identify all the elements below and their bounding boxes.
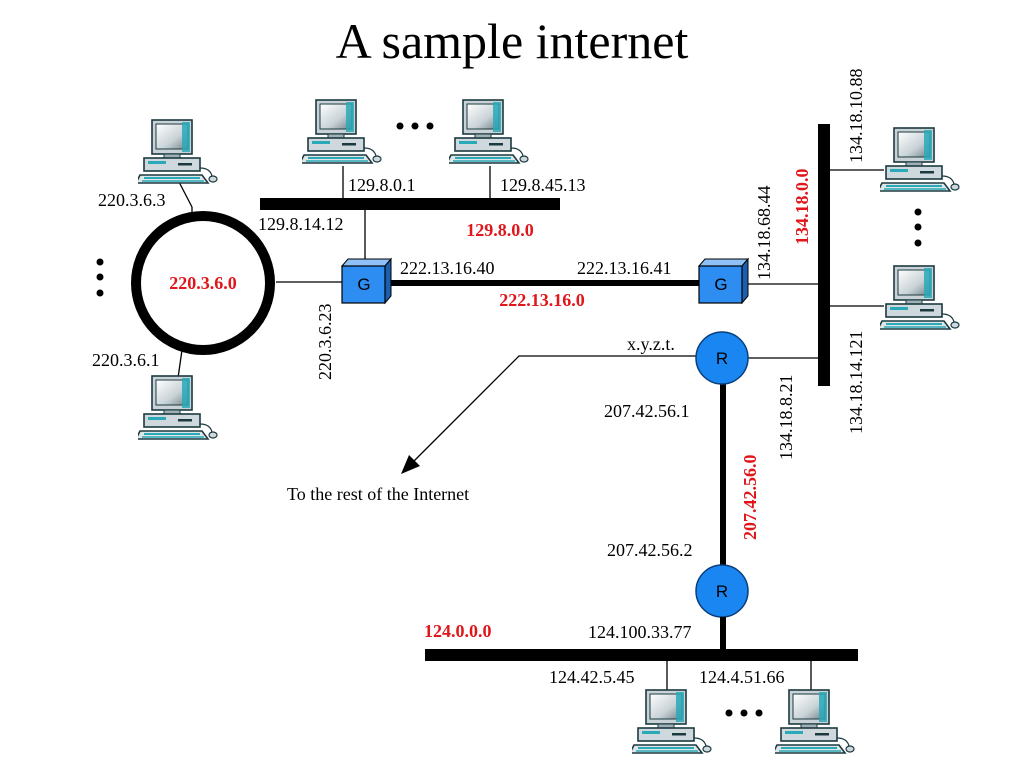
right-bus-dots (914, 208, 922, 247)
ring-network (131, 211, 275, 355)
gateway-letter: G (357, 275, 370, 294)
top-bus-dots (396, 122, 434, 130)
internet-label: To the rest of the Internet (287, 484, 469, 504)
r1-right-bus-address: 134.18.8.21 (776, 375, 796, 461)
computer-icon (632, 689, 712, 754)
ring-network-label: 220.3.6.0 (169, 273, 237, 293)
ring-host-top-address: 220.3.6.3 (98, 190, 166, 210)
computer-icon (775, 689, 855, 754)
router-letter: R (716, 349, 728, 368)
bottom-host-2-address: 124.4.51.66 (699, 667, 785, 687)
ring-host-bottom-address: 220.3.6.1 (92, 350, 160, 370)
ring-dots (96, 258, 104, 297)
computer-icon (138, 375, 218, 440)
g2-right-bus-address: 134.18.68.44 (754, 186, 774, 281)
r2-bottom-bus-address: 124.100.33.77 (588, 622, 692, 642)
arrow-head-icon (401, 455, 420, 474)
g2-link-address: 222.13.16.41 (577, 258, 672, 278)
top-host-2-address: 129.8.45.13 (500, 175, 586, 195)
right-bus-network-label: 134.18.0.0 (792, 169, 812, 246)
right-host-2-address: 134.18.14.121 (846, 331, 866, 435)
router-link-label: 207.42.56.0 (740, 455, 760, 541)
router-node-2: R (695, 564, 749, 618)
r1-link-address: 207.42.56.1 (604, 401, 690, 421)
right-bus-network (818, 124, 830, 386)
router-node-1: R (695, 331, 749, 385)
computer-icon (880, 127, 960, 192)
gateway-node-1: G (340, 257, 393, 305)
top-bus-network-label: 129.8.0.0 (466, 220, 534, 240)
bottom-host-1-address: 124.42.5.45 (549, 667, 635, 687)
gateway-letter: G (714, 275, 727, 294)
bottom-bus-network-label: 124.0.0.0 (424, 621, 492, 641)
r1-external-address: x.y.z.t. (627, 334, 675, 354)
computer-icon (138, 119, 218, 184)
bottom-bus-network (425, 649, 858, 661)
bottom-bus-dots (725, 709, 763, 717)
computer-icon (449, 99, 529, 164)
gateway-link-label: 222.13.16.0 (499, 290, 585, 310)
computer-icon (880, 265, 960, 330)
top-host-1-address: 129.8.0.1 (348, 175, 416, 195)
gateway-node-2: G (697, 257, 750, 305)
top-bus-network (260, 198, 560, 210)
internet-link (408, 355, 697, 467)
page-title: A sample internet (336, 13, 689, 69)
r2-link-address: 207.42.56.2 (607, 540, 693, 560)
computer-icon (302, 99, 382, 164)
router-letter: R (716, 582, 728, 601)
g1-ring-address: 220.3.6.23 (315, 304, 335, 381)
right-host-1-address: 134.18.10.88 (846, 69, 866, 164)
g1-top-bus-address: 129.8.14.12 (258, 214, 344, 234)
g1-link-address: 222.13.16.40 (400, 258, 495, 278)
